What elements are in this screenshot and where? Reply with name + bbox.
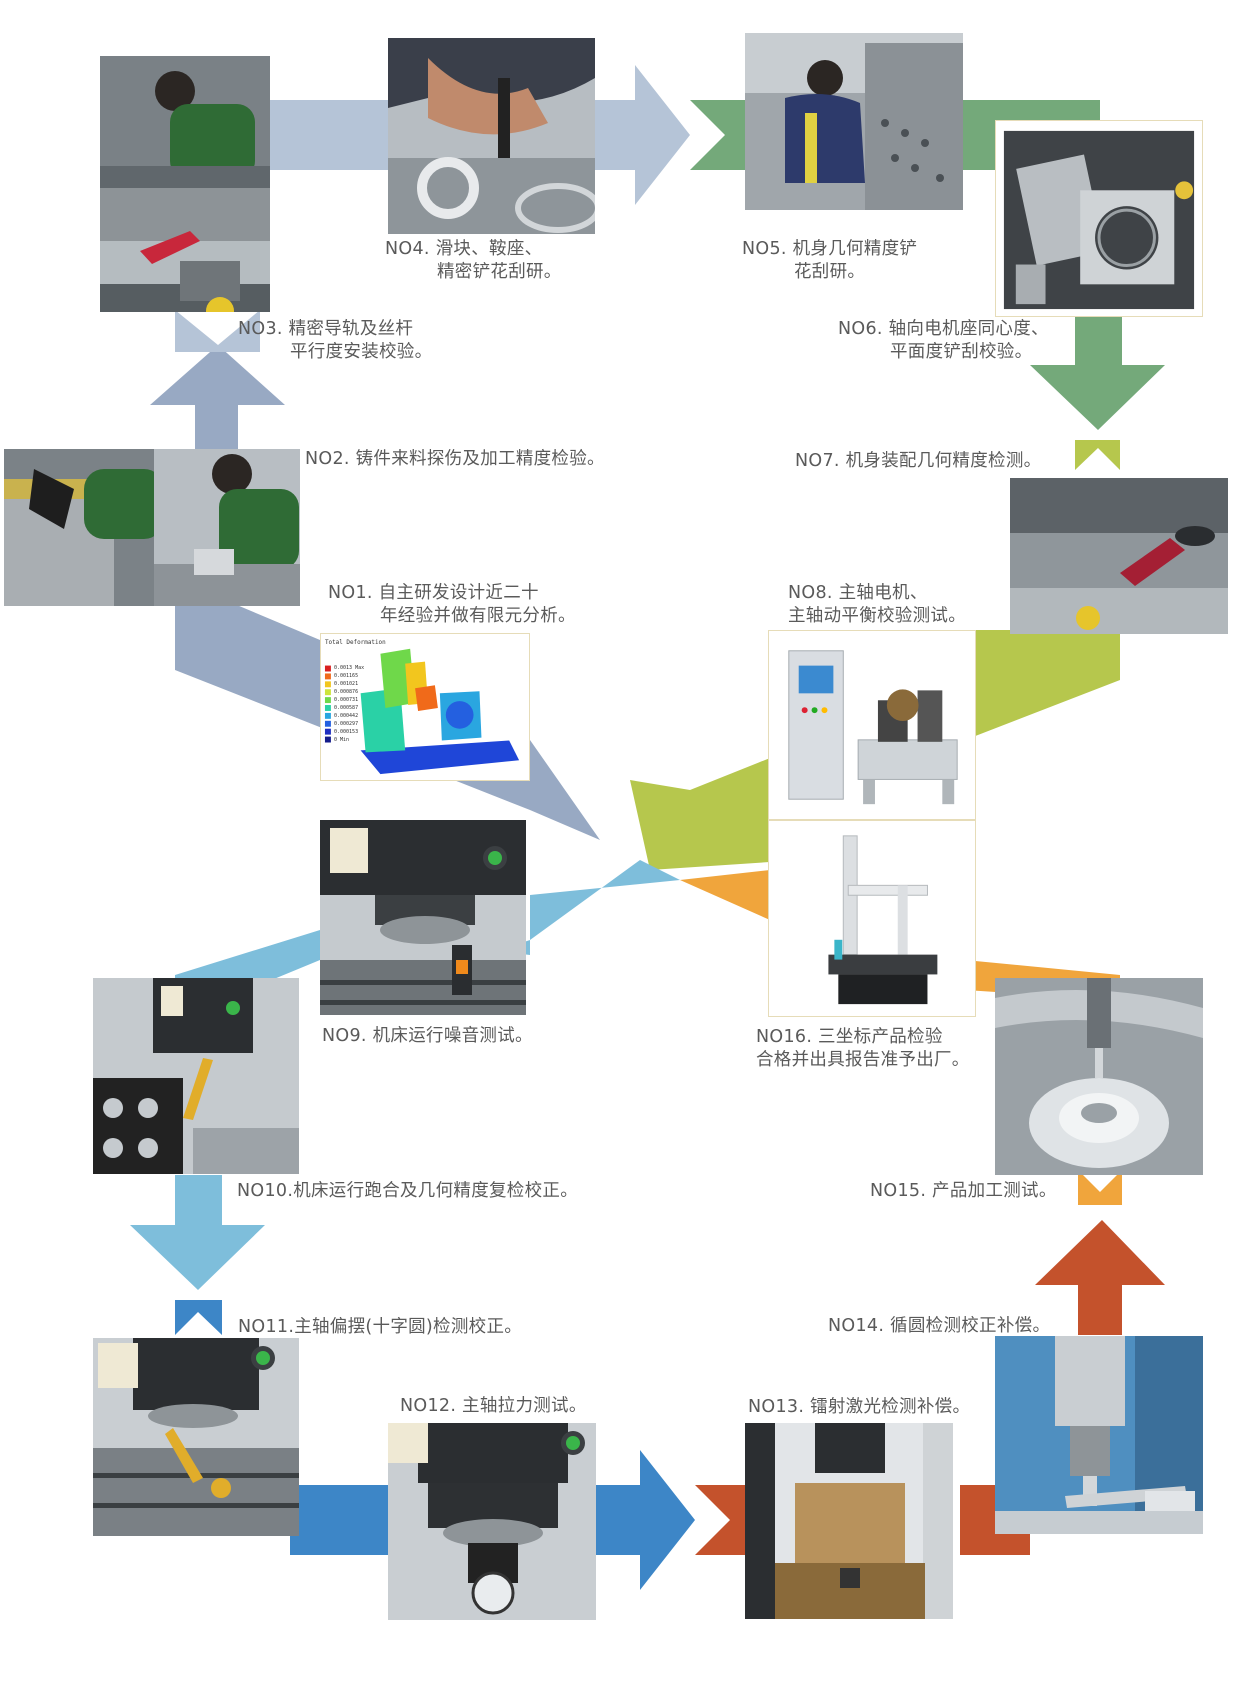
arrow-up-no15 [1078,1170,1122,1205]
step-label-line: 平行度安装校验。 [290,342,433,362]
step-label-no2: NO2. 铸件来料探伤及加工精度检验。 [305,448,605,471]
arrow-down-no10-no11 [130,1175,265,1290]
step-label-no1: NO1. 自主研发设计近二十 年经验并做有限元分析。 [328,582,576,628]
fem-legend-value: 0.000731 [334,697,359,703]
band-center-no10 [175,860,680,1020]
photo-no3-rail-install [100,56,270,312]
step-label-no14: NO14. 循圆检测校正补偿。 [828,1315,1050,1338]
fem-legend-value: 0.001165 [334,673,359,679]
band-no5-no6 [690,100,745,170]
step-label-no5: NO5. 机身几何精度铲 花刮研。 [742,238,917,284]
step-label-line: 平面度铲刮校验。 [890,342,1033,362]
step-label-no13: NO13. 镭射激光检测补偿。 [748,1396,970,1419]
arrow-down-no6-no7 [1030,315,1165,430]
photo-no6-motor-seat [995,120,1203,317]
photo-no15-product-machining [995,978,1203,1175]
photo-no13-laser-check [745,1423,953,1619]
step-label-line: NO14. 循圆检测校正补偿。 [828,1316,1051,1336]
step-label-no4: NO4. 滑块、鞍座、 精密铲花刮研。 [385,238,562,284]
fem-legend-value: 0.000297 [334,721,359,727]
fem-legend-value: 0.000442 [334,713,359,719]
step-label-line: NO13. 镭射激光检测补偿。 [748,1397,971,1417]
step-label-no8: NO8. 主轴电机、 主轴动平衡校验测试。 [788,582,966,628]
fem-legend-value: 0.000876 [334,689,359,695]
step-label-line: NO3. 精密导轨及丝杆 [238,319,414,339]
step-label-line: 合格并出具报告准予出厂。 [756,1050,970,1070]
photo-no7-body-assembly [1010,478,1228,634]
step-label-line: NO7. 机身装配几何精度检测。 [795,451,1042,471]
arrow-up-no1-no2 [150,345,285,460]
photo-no2-casting-check [4,449,300,606]
step-label-line: NO10.机床运行跑合及几何精度复检校正。 [237,1181,578,1201]
arrow-up-no14-no15 [1035,1220,1165,1335]
fem-legend-value: 0.000587 [334,705,359,711]
photo-no16-cmm [768,820,976,1017]
photo-no8-balance-test [768,630,976,820]
step-label-no7: NO7. 机身装配几何精度检测。 [795,450,1041,473]
step-label-no3: NO3. 精密导轨及丝杆 平行度安装校验。 [238,318,432,364]
arrow-down-no7-no8 [1075,440,1120,470]
photo-no9-noise-test [320,820,526,1015]
photo-no4-scraping [388,38,595,234]
step-label-line: 精密铲花刮研。 [437,262,562,282]
step-label-line: NO5. 机身几何精度铲 [742,239,918,259]
band-no3-no4 [270,100,390,170]
photo-no5-body-scraping [745,33,963,210]
fem-legend-value: 0.000153 [334,729,359,735]
fem-legend-value: 0 Min [334,737,350,743]
band-no16-no15 [680,870,1120,1000]
fem-legend-value: 0.0013 Max [334,665,365,671]
step-label-no15: NO15. 产品加工测试。 [870,1180,1057,1203]
step-label-line: 年经验并做有限元分析。 [380,606,576,626]
photo-no10-runin-check [93,978,299,1174]
step-label-line: NO6. 轴向电机座同心度、 [838,319,1049,339]
step-label-line: NO16. 三坐标产品检验 [756,1027,943,1047]
step-label-no12: NO12. 主轴拉力测试。 [400,1395,587,1418]
step-label-line: NO1. 自主研发设计近二十 [328,583,539,603]
step-label-line: NO2. 铸件来料探伤及加工精度检验。 [305,449,605,469]
step-label-line: NO9. 机床运行噪音测试。 [322,1026,533,1046]
step-label-no16: NO16. 三坐标产品检验 合格并出具报告准予出厂。 [756,1026,970,1072]
photo-no12-spindle-pull [388,1423,596,1620]
step-label-line: NO4. 滑块、鞍座、 [385,239,543,259]
arrow-right-no12-no13 [595,1450,695,1590]
step-label-no9: NO9. 机床运行噪音测试。 [322,1025,533,1048]
fem-legend: 0.0013 Max 0.001165 0.001021 0.000876 0.… [334,664,364,744]
photo-no1-fem-analysis: Total Deformation 0.0013 Max 0.001165 0.… [320,633,530,781]
svg-text:Total Deformation: Total Deformation [325,639,386,646]
step-label-line: NO15. 产品加工测试。 [870,1181,1057,1201]
step-label-no11: NO11.主轴偏摆(十字圆)检测校正。 [238,1316,522,1339]
fem-legend-value: 0.001021 [334,681,359,687]
step-label-line: 主轴动平衡校验测试。 [788,606,966,626]
step-label-no10: NO10.机床运行跑合及几何精度复检校正。 [237,1180,578,1203]
photo-no14-ballbar-check [995,1336,1203,1534]
notch-no11 [175,1300,222,1335]
step-label-line: 花刮研。 [794,262,866,282]
band-no11-no12 [290,1485,400,1555]
arrow-up-no2-no3 [175,310,260,352]
band-no13-no14 [695,1485,745,1555]
arrow-right-no4-no5 [590,65,690,205]
step-label-line: NO12. 主轴拉力测试。 [400,1396,587,1416]
step-label-line: NO8. 主轴电机、 [788,583,928,603]
step-label-line: NO11.主轴偏摆(十字圆)检测校正。 [238,1317,523,1337]
photo-no11-spindle-runout [93,1338,299,1536]
step-label-no6: NO6. 轴向电机座同心度、 平面度铲刮校验。 [838,318,1049,364]
